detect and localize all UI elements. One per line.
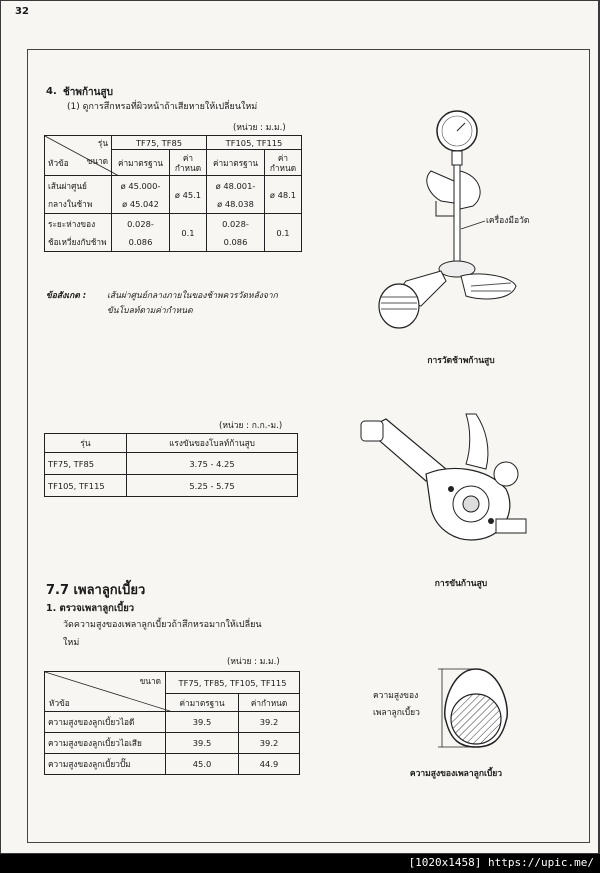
note-label: ข้อสังเกต : bbox=[46, 291, 87, 301]
table-row: ความสูงของลูกเบี้ยวไอเสีย 39.5 39.2 bbox=[44, 732, 300, 754]
table3-row2-limit: 39.2 bbox=[238, 732, 300, 754]
table2-row1-model: TF75, TF85 bbox=[44, 452, 127, 475]
table2-row2-model: TF105, TF115 bbox=[44, 474, 127, 497]
table1-limit-a-line2: กำหนด bbox=[174, 162, 202, 173]
table1-model-a: TF75, TF85 bbox=[111, 135, 207, 150]
table3-unit: (หน่วย : ม.ม.) bbox=[227, 657, 280, 667]
cam-height-label-a: ความสูงของ bbox=[373, 691, 419, 701]
rod-tightening-illustration bbox=[360, 413, 527, 541]
table3-row3-std: 45.0 bbox=[164, 753, 240, 775]
watermark-bar: [1020x1458] https://upic.me/ bbox=[0, 854, 600, 873]
table1-row2-label-a: ระยะห่างของ bbox=[48, 218, 96, 229]
section77-line1: วัดความสูงของเพลาลูกเบี้ยวถ้าสึกหรอมากให… bbox=[63, 620, 262, 630]
table3-row1-std: 39.5 bbox=[164, 711, 240, 733]
table1-row1-std-b: ø 48.001- ø 48.038 bbox=[205, 175, 265, 214]
table1-row2-std-a1: 0.028- bbox=[127, 218, 154, 229]
table1-row1-lim-b: ø 48.1 bbox=[263, 175, 303, 214]
table1-corner-diagonal bbox=[45, 136, 119, 176]
table3-corner: ขนาด หัวข้อ bbox=[44, 671, 173, 712]
table2-row1-value: 3.75 - 4.25 bbox=[126, 452, 298, 475]
connecting-rod-table: รุ่น ขนาด หัวข้อ TF75, TF85 TF105, TF115… bbox=[44, 135, 303, 252]
table3-row3-limit: 44.9 bbox=[238, 753, 300, 775]
table1-row1-label-b: กลางในช้าพ bbox=[48, 198, 93, 209]
table3-std-header: ค่ามาตรฐาน bbox=[164, 693, 240, 712]
table2-header-model: รุ่น bbox=[44, 433, 127, 453]
table-row: TF105, TF115 5.25 - 5.75 bbox=[44, 474, 298, 497]
note-line1: เส้นผ่าศูนย์กลางภายในของช้าพควรวัดหลังจา… bbox=[107, 291, 278, 301]
note-line2: ขันโบลท์ตามค่ากำหนด bbox=[107, 306, 193, 316]
cam-lobe-illustration bbox=[438, 668, 508, 748]
measuring-tool-label: เครื่องมือวัด bbox=[486, 216, 530, 226]
table1-limit-b: ค่ากำหนด bbox=[263, 149, 303, 176]
table3-corner-diagonal bbox=[45, 672, 173, 712]
table1-limit-a: ค่ากำหนด bbox=[169, 149, 207, 176]
table1-row2-std-a2: 0.086 bbox=[128, 236, 153, 247]
section77-heading: 7.7 เพลาลูกเบี้ยว bbox=[46, 583, 146, 598]
table1-model-b: TF105, TF115 bbox=[205, 135, 303, 150]
table1-unit: (หน่วย : ม.ม.) bbox=[233, 123, 286, 133]
page-number: 32 bbox=[15, 6, 29, 17]
table1-row2-label-b: ช้อเหวี่ยงกับช้าพ bbox=[48, 236, 107, 247]
section4-item1: (1) ดูการสึกหรอที่ผิวหน้าถ้าเสียหายให้เป… bbox=[67, 102, 258, 112]
table3-row1-label: ความสูงของลูกเบี้ยวไอดี bbox=[44, 711, 166, 733]
cam-height-label-b: เพลาลูกเบี้ยว bbox=[373, 708, 420, 718]
cam-height-caption: ความสูงของเพลาลูกเบี้ยว bbox=[409, 769, 503, 779]
table-row: ความสูงของลูกเบี้ยวไอดี 39.5 39.2 bbox=[44, 711, 300, 733]
torque-table: รุ่น แรงขันของโบลท์ก้านสูบ TF75, TF85 3.… bbox=[44, 433, 298, 497]
table1-limit-a-line1: ค่า bbox=[182, 152, 194, 163]
section77-line2: ใหม่ bbox=[63, 638, 80, 648]
table1-row2-std-b2: 0.086 bbox=[223, 236, 248, 247]
table1-corner-mid: ขนาด bbox=[86, 156, 108, 166]
rod-measure-illustration bbox=[378, 110, 517, 329]
table1-row1-lim-a: ø 45.1 bbox=[169, 175, 207, 214]
table3-corner-right: ขนาด bbox=[139, 676, 161, 686]
table1-row1-std-a1: ø 45.000- bbox=[120, 180, 161, 191]
table1-std-b: ค่ามาตรฐาน bbox=[205, 149, 265, 176]
table1-row2-lim-a: 0.1 bbox=[169, 213, 207, 252]
table1-row1-std-b2: ø 48.038 bbox=[217, 198, 254, 209]
table1-row1-std-b1: ø 48.001- bbox=[215, 180, 256, 191]
table1-row2-std-a: 0.028- 0.086 bbox=[111, 213, 170, 252]
camshaft-table: ขนาด หัวข้อ TF75, TF85, TF105, TF115 ค่า… bbox=[44, 671, 300, 775]
rod-tightening-caption: การขันก้านสูบ bbox=[434, 579, 488, 589]
section77-sub: 1. ตรวจเพลาลูกเบี้ยว bbox=[46, 603, 135, 614]
table1-row2-label: ระยะห่างของช้อเหวี่ยงกับช้าพ bbox=[44, 213, 112, 252]
section4-heading: ช้าพก้านสูบ bbox=[63, 87, 113, 98]
table1-corner-top: รุ่น bbox=[97, 138, 108, 148]
table1-row2-std-b: 0.028- 0.086 bbox=[205, 213, 265, 252]
table1-row1-label: เส้นผ่าศูนย์กลางในช้าพ bbox=[44, 175, 112, 214]
table1-limit-b-line1: ค่า bbox=[277, 152, 289, 163]
table-row: TF75, TF85 3.75 - 4.25 bbox=[44, 452, 298, 475]
table1-corner-left: หัวข้อ bbox=[48, 158, 69, 168]
document-page: 32 4. ช้าพก้านสูบ (1) ดูการสึกหรอที่ผิวห… bbox=[1, 1, 598, 853]
table1-row2-std-b1: 0.028- bbox=[222, 218, 249, 229]
table1-row1-std-a: ø 45.000- ø 45.042 bbox=[111, 175, 170, 214]
watermark-text: [1020x1458] https://upic.me/ bbox=[408, 856, 594, 869]
table3-row3-label: ความสูงของลูกเบี้ยวปั๊ม bbox=[44, 753, 166, 775]
table-row: ความสูงของลูกเบี้ยวปั๊ม 45.0 44.9 bbox=[44, 753, 300, 775]
table3-limit-header: ค่ากำหนด bbox=[238, 693, 300, 712]
rod-measure-caption: การวัดช้าพก้านสูบ bbox=[427, 356, 495, 366]
page-frame bbox=[27, 49, 590, 843]
table1-limit-b-line2: กำหนด bbox=[269, 162, 297, 173]
table3-row2-std: 39.5 bbox=[164, 732, 240, 754]
table1-row1-label-a: เส้นผ่าศูนย์ bbox=[48, 180, 87, 191]
table2-row2-value: 5.25 - 5.75 bbox=[126, 474, 298, 497]
table3-row2-label: ความสูงของลูกเบี้ยวไอเสีย bbox=[44, 732, 166, 754]
table3-row1-limit: 39.2 bbox=[238, 711, 300, 733]
table1-row1-std-a2: ø 45.042 bbox=[122, 198, 159, 209]
section4-number: 4. bbox=[46, 86, 57, 97]
table2-header-torque: แรงขันของโบลท์ก้านสูบ bbox=[126, 433, 298, 453]
table1-row2-lim-b: 0.1 bbox=[263, 213, 303, 252]
table3-model: TF75, TF85, TF105, TF115 bbox=[165, 671, 300, 694]
table3-corner-left: หัวข้อ bbox=[49, 698, 70, 708]
table2-unit: (หน่วย : ก.ก.-ม.) bbox=[219, 421, 283, 431]
table1-corner: รุ่น ขนาด หัวข้อ bbox=[44, 135, 119, 176]
table1-std-a: ค่ามาตรฐาน bbox=[111, 149, 170, 176]
